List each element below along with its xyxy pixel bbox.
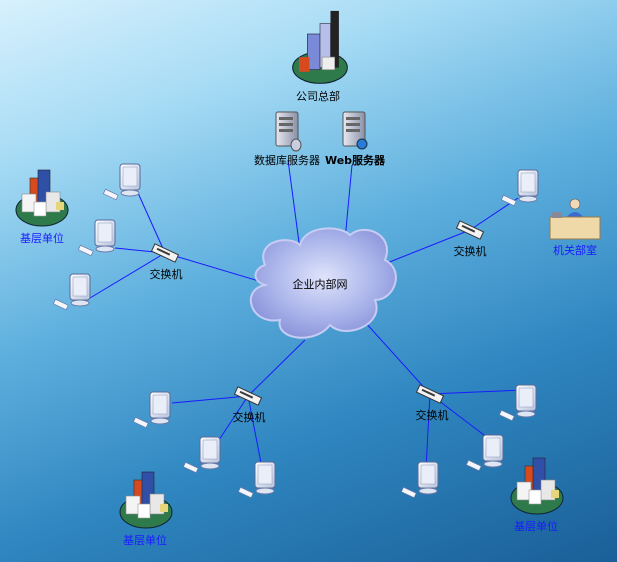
building-icon [510,457,564,515]
switch-bottom-right[interactable]: 交换机 [416,384,449,422]
computer-icon[interactable] [500,169,539,207]
switch-label: 交换机 [454,244,487,258]
computer-icon[interactable] [77,219,116,257]
switch-icon [234,386,262,406]
database-server[interactable]: 数据库服务器 [254,111,320,167]
computer-icon[interactable] [237,461,276,499]
computer-icon[interactable] [465,434,504,472]
switch-left[interactable]: 交换机 [150,243,183,281]
branch-left[interactable]: 基层单位 [15,169,69,245]
intranet-cloud[interactable]: 企业内部网 [249,227,397,339]
web-server-label: Web服务器 [325,153,386,167]
switch-bottom-left[interactable]: 交换机 [233,386,266,424]
computer-icon[interactable] [102,163,141,201]
switch-right[interactable]: 交换机 [454,220,487,258]
computer-icon[interactable] [132,391,171,429]
branch-bottom-left[interactable]: 基层单位 [119,471,173,547]
switch-label: 交换机 [416,408,449,422]
headquarters-label: 公司总部 [296,89,340,103]
database-server-label: 数据库服务器 [254,153,320,167]
branch-label: 基层单位 [123,533,167,547]
office[interactable]: 机关部室 [549,198,601,257]
office-desk-person-icon [549,198,601,240]
headquarters-building-icon [292,10,348,84]
computer-icon[interactable] [400,461,439,499]
web-server[interactable]: Web服务器 [325,111,386,167]
branch-bottom-right[interactable]: 基层单位 [510,457,564,533]
branch-label: 基层单位 [514,519,558,533]
intranet-label: 企业内部网 [293,277,348,291]
network-links [89,159,523,469]
computer-icon[interactable] [52,273,91,311]
building-icon [15,169,69,227]
headquarters[interactable]: 公司总部 [292,10,348,103]
computer-icon[interactable] [182,436,221,474]
building-icon [119,471,173,529]
switch-icon [151,243,179,263]
branch-label: 基层单位 [20,231,64,245]
switch-label: 交换机 [150,267,183,281]
switch-label: 交换机 [233,410,266,424]
office-label: 机关部室 [553,243,597,257]
